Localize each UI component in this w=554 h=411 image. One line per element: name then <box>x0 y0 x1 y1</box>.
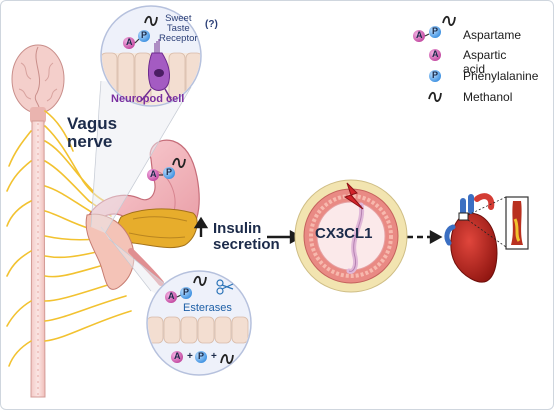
vessel-cross-section <box>294 179 408 293</box>
heart <box>444 193 529 283</box>
aspartic-letter: A <box>150 169 157 179</box>
sweet-taste-receptor-label: Sweet Taste Receptor <box>159 13 198 44</box>
legend-p-letter: P <box>432 26 439 36</box>
phenylalanine-letter: P <box>198 351 205 361</box>
aspartic-letter: A <box>168 291 175 301</box>
brain-spinal-cord <box>11 44 65 398</box>
legend-label: Methanol <box>463 90 513 104</box>
legend-a-letter: A <box>416 30 423 40</box>
magnified-esterase-circle <box>146 270 252 376</box>
legend-icons <box>413 15 456 102</box>
plus-sign: + <box>187 351 193 362</box>
esterases-label: Esterases <box>183 302 232 314</box>
stomach-aspartame-molecule <box>147 157 186 181</box>
legend-a-letter: A <box>432 49 439 59</box>
phenylalanine-letter: P <box>141 30 148 40</box>
legend-label: Phenylalanine <box>463 69 539 83</box>
uncertain-mark: (?) <box>205 19 218 30</box>
phenylalanine-letter: P <box>183 287 190 297</box>
phenylalanine-letter: P <box>166 167 173 177</box>
insulin-secretion-label: Insulin secretion <box>213 220 280 253</box>
legend-label: Aspartic acid <box>463 48 507 76</box>
neuropod-cell-label: Neuropod cell <box>111 93 185 105</box>
plus-sign: + <box>211 351 217 362</box>
aspartic-letter: A <box>126 37 133 47</box>
cx3cl1-label: CX3CL1 <box>315 225 373 242</box>
legend-p-letter: P <box>432 70 439 80</box>
vagus-nerve-label: Vagus nerve <box>67 114 118 151</box>
aspartic-letter: A <box>174 351 181 361</box>
legend-label: Aspartame <box>463 28 522 42</box>
